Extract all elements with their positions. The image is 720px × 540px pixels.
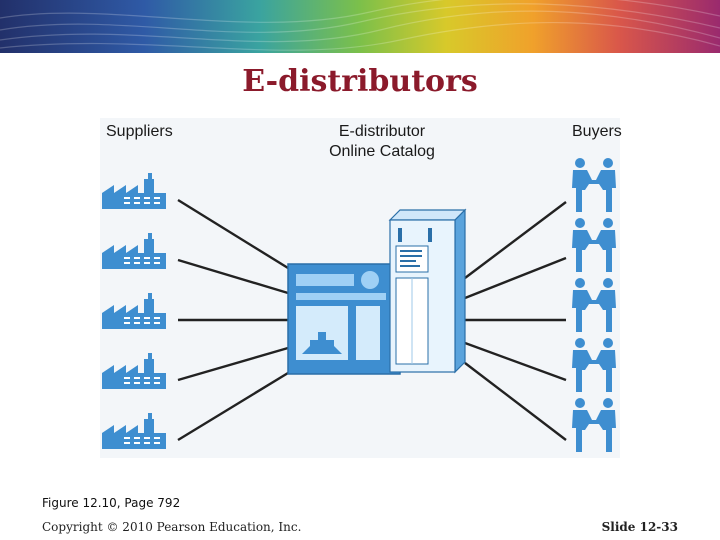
- figure-caption: Figure 12.10, Page 792: [42, 496, 180, 510]
- buyers-label: Buyers: [572, 122, 622, 142]
- e-distributor-diagram: Suppliers E-distributor Online Catalog B…: [100, 118, 620, 458]
- distributor-label: E-distributor Online Catalog: [322, 122, 442, 162]
- server-tower-icon: [390, 210, 465, 372]
- slide-title: E-distributors: [0, 64, 720, 99]
- header-banner: [0, 0, 720, 53]
- catalog-window-icon: [288, 264, 400, 374]
- suppliers-label: Suppliers: [106, 122, 173, 142]
- copyright-notice: Copyright © 2010 Pearson Education, Inc.: [42, 520, 301, 534]
- slide-number: Slide 12-33: [602, 520, 678, 534]
- distributor-label-line1: E-distributor: [322, 122, 442, 142]
- distributor-label-line2: Online Catalog: [322, 142, 442, 162]
